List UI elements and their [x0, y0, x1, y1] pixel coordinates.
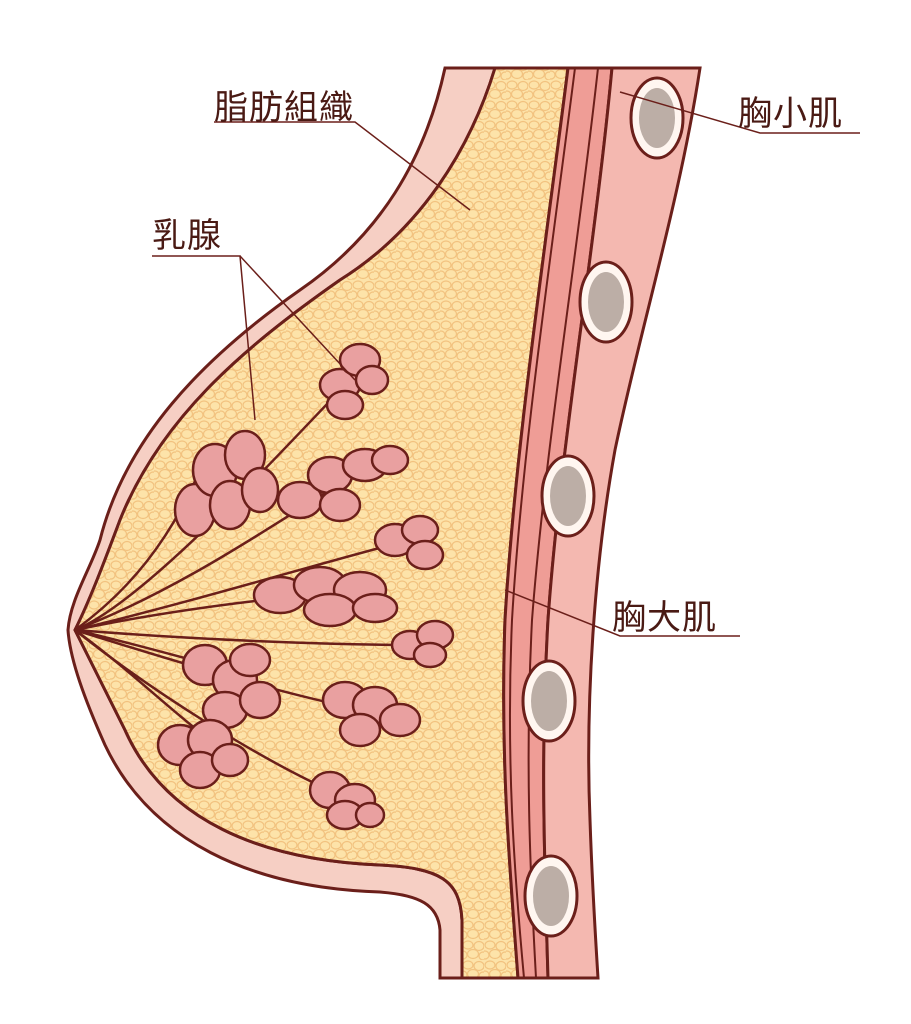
- mammary-lobules: [156, 342, 455, 831]
- lobule-1: [318, 342, 390, 421]
- leader-minor: [619, 91, 860, 134]
- lobule-9: [156, 718, 250, 790]
- lobule-3: [276, 444, 410, 523]
- lobule-7: [181, 642, 282, 730]
- leader-fat: [214, 121, 471, 211]
- lobule-2: [173, 429, 280, 538]
- rib-4: [521, 659, 577, 743]
- lobule-5: [252, 565, 399, 628]
- rib-2: [578, 260, 634, 344]
- lobule-6: [390, 619, 455, 669]
- leader-gland-a: [152, 255, 256, 421]
- rib-5: [523, 854, 579, 938]
- lobule-4: [373, 514, 445, 571]
- fat-tissue-region: [73, 66, 570, 980]
- leader-lines: [152, 91, 860, 637]
- lobule-8: [321, 680, 422, 748]
- mammary-gland-label: 乳腺: [152, 216, 222, 256]
- rib-1: [629, 76, 685, 160]
- leader-gland-b: [239, 255, 356, 381]
- rib-bones: [521, 76, 685, 938]
- lobule-10: [308, 770, 386, 831]
- pectoralis-minor-label: 胸小肌: [738, 94, 843, 134]
- pectoralis-major-label: 胸大肌: [612, 598, 717, 638]
- rib-3: [540, 454, 596, 538]
- leader-major: [504, 589, 740, 637]
- fat-tissue-label: 脂肪組織: [214, 88, 354, 128]
